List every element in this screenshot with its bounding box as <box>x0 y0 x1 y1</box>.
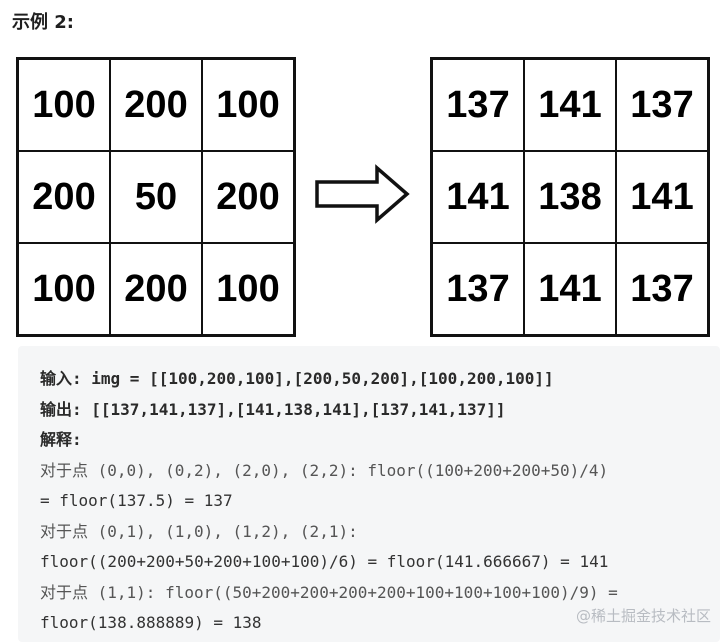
explanation-line: 对于点 (0,1), (1,0), (1,2), (2,1): <box>40 521 358 541</box>
watermark: @稀土掘金技术社区 <box>575 607 711 625</box>
input-cell: 100 <box>18 243 110 335</box>
output-cell: 137 <box>616 59 708 151</box>
input-grid: 100 200 100 200 50 200 100 200 100 <box>16 57 296 337</box>
explanation-line: floor(138.888889) = 138 <box>40 613 262 632</box>
input-cell: 200 <box>202 151 294 243</box>
explanation-line: = floor(137.5) = 137 <box>40 491 233 510</box>
output-cell: 137 <box>432 243 524 335</box>
output-cell: 141 <box>432 151 524 243</box>
input-cell: 100 <box>18 59 110 151</box>
output-cell: 141 <box>616 151 708 243</box>
output-grid: 137 141 137 141 138 141 137 141 137 <box>430 57 710 337</box>
output-line: 输出: [[137,141,137],[141,138,141],[137,14… <box>40 399 506 419</box>
example-code-block: 输入: img = [[100,200,100],[200,50,200],[1… <box>18 346 720 642</box>
output-cell: 137 <box>616 243 708 335</box>
explanation-line: 对于点 (0,0), (0,2), (2,0), (2,2): floor((1… <box>40 460 609 480</box>
input-cell: 100 <box>202 59 294 151</box>
explanation-line: floor((200+200+50+200+100+100)/6) = floo… <box>40 552 609 571</box>
explanation-line: 对于点 (1,1): floor((50+200+200+200+200+100… <box>40 582 618 602</box>
input-cell: 200 <box>18 151 110 243</box>
input-cell: 50 <box>110 151 202 243</box>
right-arrow-icon <box>315 164 410 224</box>
example-heading: 示例 2: <box>12 12 74 33</box>
output-cell: 137 <box>432 59 524 151</box>
output-cell: 138 <box>524 151 616 243</box>
output-cell: 141 <box>524 243 616 335</box>
explanation-label: 解释: <box>40 430 82 449</box>
output-cell: 141 <box>524 59 616 151</box>
input-line: 输入: img = [[100,200,100],[200,50,200],[1… <box>40 369 554 388</box>
input-cell: 100 <box>202 243 294 335</box>
input-cell: 200 <box>110 243 202 335</box>
input-cell: 200 <box>110 59 202 151</box>
